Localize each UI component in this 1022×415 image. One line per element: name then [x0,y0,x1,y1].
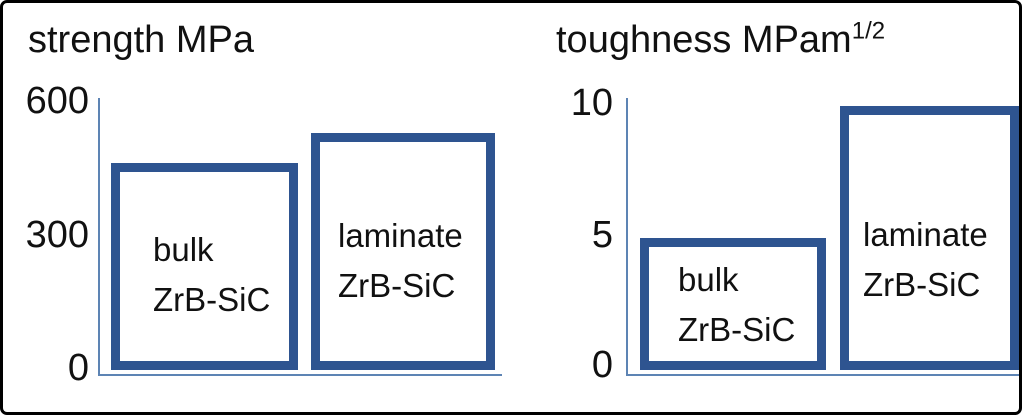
bar-label-bulk: bulk ZrB-SiC [153,225,270,325]
strength-chart-title: strength MPa [28,18,254,62]
bar-bulk-toughness: bulk ZrB-SiC [640,238,826,370]
y-tick-0: 0 [67,347,89,389]
y-tick-0: 0 [591,344,613,386]
bar-label-line1: bulk [678,261,739,298]
y-tick-5: 5 [591,214,613,256]
y-tick-600: 600 [25,80,89,122]
y-tick-300: 300 [25,214,89,256]
toughness-chart: toughness MPam1/2 10 5 0 bulk ZrB-SiC la… [3,3,1019,412]
y-axis-line [98,98,100,376]
bar-laminate-strength: laminate ZrB-SiC [311,133,495,370]
y-axis-line [626,98,628,376]
bar-label-line2: ZrB-SiC [153,281,271,318]
bar-label-line2: ZrB-SiC [338,267,456,304]
y-tick-10: 10 [570,82,613,124]
strength-chart: strength MPa 600 300 0 bulk ZrB-SiC lami… [3,3,1019,412]
bar-label-laminate: laminate ZrB-SiC [863,210,988,310]
toughness-chart-title-text: toughness MPam [556,19,852,61]
bar-label-bulk: bulk ZrB-SiC [678,255,795,355]
bar-label-line2: ZrB-SiC [678,311,796,348]
bar-label-laminate: laminate ZrB-SiC [338,211,463,311]
bar-label-line1: bulk [153,231,214,268]
bar-label-line2: ZrB-SiC [863,266,981,303]
toughness-chart-title: toughness MPam1/2 [556,18,885,62]
toughness-chart-title-superscript: 1/2 [851,17,886,45]
bar-label-line1: laminate [338,217,463,254]
x-axis-line [626,374,1019,376]
bar-bulk-strength: bulk ZrB-SiC [111,163,298,370]
bar-laminate-toughness: laminate ZrB-SiC [840,106,1019,370]
strength-chart-title-text: strength MPa [28,19,254,61]
x-axis-line [98,374,502,376]
bar-label-line1: laminate [863,216,988,253]
